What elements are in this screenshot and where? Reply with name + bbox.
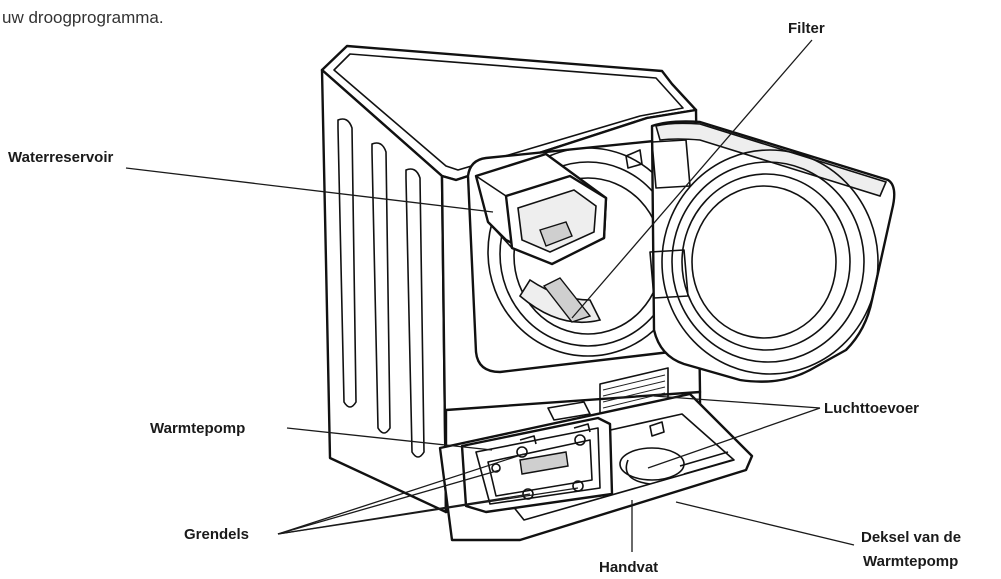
label-waterreservoir: Waterreservoir	[8, 149, 113, 166]
label-filter: Filter	[788, 20, 825, 37]
grendels-leader-4	[277, 487, 579, 535]
latch-1	[516, 446, 528, 458]
latch-5	[491, 463, 501, 473]
deksel-leader	[675, 501, 855, 546]
luchttoevoer-leader-1	[653, 395, 821, 409]
label-warmtepomp: Warmtepomp	[150, 420, 245, 437]
latch-2	[574, 434, 586, 446]
warmtepomp-leader	[286, 427, 493, 451]
label-deksel-line2: Warmtepomp	[863, 553, 958, 570]
luchttoevoer-leader-2	[647, 407, 821, 469]
waterreservoir-leader	[125, 167, 494, 213]
dryer-illustration	[320, 44, 896, 542]
grendels-leader-1	[277, 453, 525, 535]
label-grendels: Grendels	[184, 526, 249, 543]
filter-leader	[571, 39, 813, 319]
water-reservoir-part	[474, 152, 608, 266]
latch-3	[522, 488, 534, 500]
dryer-door	[649, 120, 896, 383]
latch-4	[572, 480, 584, 492]
label-deksel-line1: Deksel van de	[861, 529, 961, 546]
grendels-leader-2	[277, 469, 501, 535]
callout-lines	[125, 39, 855, 552]
labels: Filter Waterreservoir Warmtepomp Luchtto…	[8, 20, 961, 576]
label-luchttoevoer: Luchttoevoer	[824, 400, 919, 417]
intro-text: uw droogprogramma.	[2, 8, 164, 27]
label-handvat: Handvat	[599, 559, 658, 576]
